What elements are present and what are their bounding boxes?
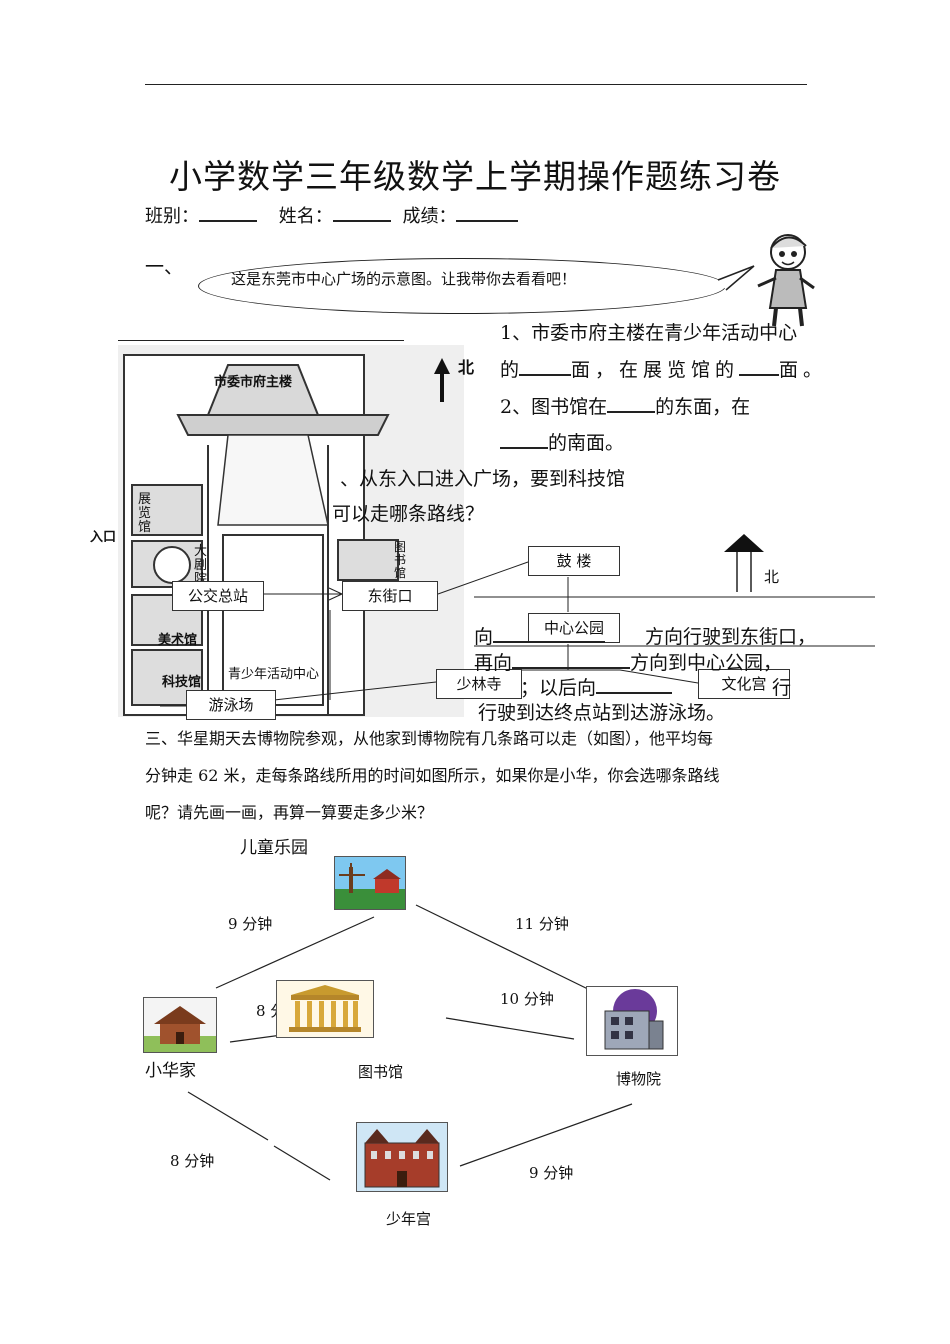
class-label: 班别：	[145, 206, 199, 227]
q3-text-line3: 呢？请先画一画，再算一算要走多少米？	[145, 803, 434, 822]
student-info: 班别： 姓名： 成绩：	[145, 202, 519, 228]
house-picture-icon	[143, 997, 217, 1053]
station-culture-palace: 文化宫	[698, 669, 790, 699]
bubble-tail	[717, 265, 755, 291]
score-label: 成绩：	[402, 206, 457, 227]
map-graphic	[118, 345, 464, 717]
q1-line1: 1、市委市府主楼在青少年活动中心	[500, 322, 798, 344]
palace-picture-icon	[356, 1122, 448, 1192]
station-dongjiekou: 东街口	[342, 581, 438, 611]
route-text-line4: 行驶到达终点站到达游泳场。	[478, 702, 726, 724]
header-rule	[145, 84, 807, 85]
route-text-line3: ；以后向行	[520, 673, 791, 700]
q2-line2: 的南面。	[500, 428, 624, 455]
map-library-label: 图书馆	[394, 540, 407, 580]
park-picture-icon	[334, 856, 406, 910]
q1-blank1[interactable]	[519, 356, 572, 376]
q3-text-line1: 三、华星期天去博物院参观，从他家到博物院有几条路可以走（如图），他平均每	[145, 729, 714, 748]
name-label: 姓名：	[278, 206, 333, 227]
page-title: 小学数学三年级数学上学期操作题练习卷	[169, 157, 781, 196]
q3-line1: 、从东入口进入广场，要到科技馆	[340, 468, 626, 490]
time-park-museum: 11 分钟	[515, 915, 569, 933]
class-blank[interactable]	[199, 202, 257, 222]
map-art-label: 美术馆	[158, 633, 198, 648]
route-blank3[interactable]	[596, 674, 673, 694]
station-bus-terminal: 公交总站	[172, 581, 264, 611]
museum-picture-icon	[586, 986, 678, 1056]
time-library-museum: 10 分钟	[500, 990, 554, 1008]
q1-blank2[interactable]	[739, 356, 780, 376]
route-blank2[interactable]	[512, 649, 631, 669]
cartoon-boy-icon	[757, 234, 815, 327]
square-map: 市委市府主楼 展览馆 大剧院 图书馆 美术馆 科技馆 青少年活动中心	[118, 345, 464, 717]
bus-route-lines	[160, 534, 875, 707]
route-blank1[interactable]	[493, 623, 606, 643]
map-top-rule	[118, 340, 404, 341]
name-blank[interactable]	[332, 202, 391, 222]
q2-blank2[interactable]	[500, 429, 548, 449]
q2-blank1[interactable]	[607, 393, 656, 413]
map-exhibition-label: 展览馆	[138, 492, 152, 535]
place-home-label: 小华家	[145, 1061, 196, 1081]
station-swimming-pool: 游泳场	[186, 690, 276, 720]
time-palace-museum: 9 分钟	[529, 1164, 574, 1182]
library-picture-icon	[276, 980, 374, 1038]
route-north-label: 北	[764, 568, 780, 586]
route-text-line1: 向方向行驶到东街口，	[474, 622, 816, 649]
map-science-label: 科技馆	[162, 675, 202, 690]
q2-line1: 2、图书馆在的东面，在	[500, 392, 750, 419]
station-central-park: 中心公园	[528, 613, 620, 643]
station-drum-tower: 鼓 楼	[528, 546, 620, 576]
time-home-park: 9 分钟	[228, 915, 273, 933]
map-youth-center-label: 青少年活动中心	[228, 667, 320, 682]
score-blank[interactable]	[456, 202, 519, 222]
section1-number: 一、	[145, 256, 184, 278]
map-north-label: 北	[458, 358, 475, 377]
route-text-line2: 再向方向到中心公园，	[474, 648, 782, 675]
map-city-hall-label: 市委市府主楼	[214, 375, 293, 390]
place-park-label: 儿童乐园	[240, 838, 308, 858]
q3-text-line2: 分钟走 62 米，走每条路线所用的时间如图所示，如果你是小华，你会选哪条路线	[145, 766, 720, 785]
bubble-text: 这是东莞市中心广场的示意图。让我带你去看看吧！	[231, 270, 577, 288]
place-museum-label: 博物院	[616, 1070, 662, 1088]
place-library-label: 图书馆	[358, 1063, 404, 1081]
q3-line2: 可以走哪条路线？	[332, 503, 485, 525]
place-palace-label: 少年宫	[386, 1210, 432, 1228]
map-entrance-label: 入口	[90, 530, 117, 545]
station-shaolin-temple: 少林寺	[436, 669, 522, 699]
q1-line2: 的面，在展览馆的面。	[500, 355, 827, 382]
time-home-palace: 8 分钟	[170, 1152, 215, 1170]
north-arrow-icon	[434, 358, 450, 402]
